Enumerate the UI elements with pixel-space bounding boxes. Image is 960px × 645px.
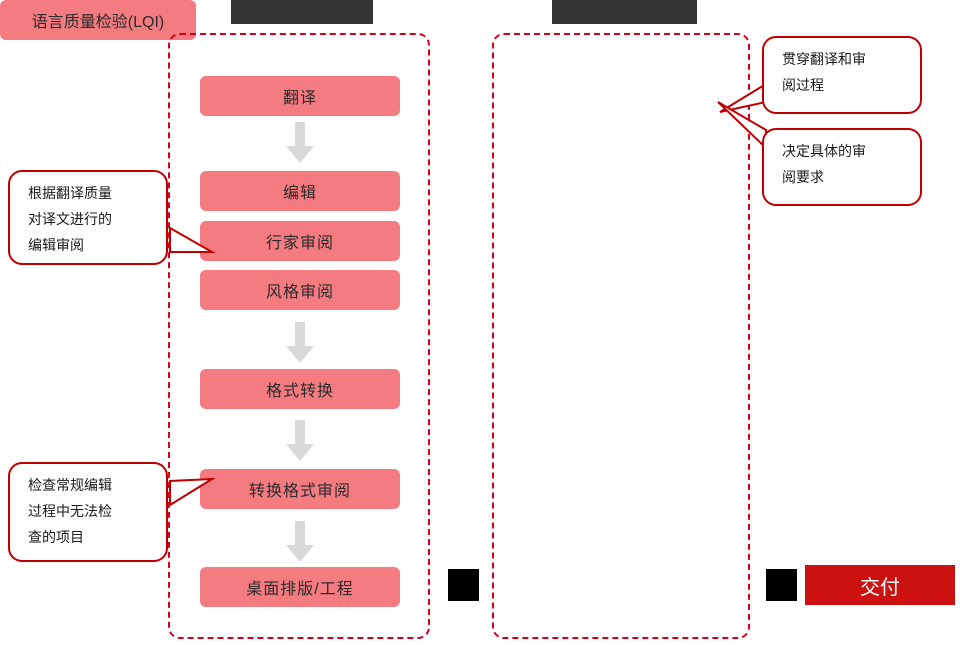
callout-edit-review-line-3: 编辑审阅 bbox=[28, 237, 84, 253]
step-converted-review-label: 转换格式审阅 bbox=[248, 483, 351, 500]
left-phase-container bbox=[168, 33, 430, 639]
delivery-box[interactable]: 交付 bbox=[805, 565, 955, 605]
callout-edit-review-line-2: 对译文进行的 bbox=[28, 211, 112, 227]
step-lqi[interactable]: 语言质量检验(LQI) bbox=[0, 0, 196, 40]
step-converted-review[interactable]: 转换格式审阅 bbox=[200, 469, 400, 509]
step-dtp[interactable]: 桌面排版/工程 bbox=[200, 567, 400, 607]
delivery-label: 交付 bbox=[860, 576, 900, 599]
step-expert-review[interactable]: 行家审阅 bbox=[200, 221, 400, 261]
arrow-down-icon bbox=[285, 122, 315, 164]
callout-check-items-line-3: 查的项目 bbox=[28, 529, 84, 545]
step-style-review-label: 风格审阅 bbox=[265, 284, 334, 301]
callout-check-items-line-1: 检查常规编辑 bbox=[28, 477, 112, 493]
step-style-review[interactable]: 风格审阅 bbox=[200, 270, 400, 310]
step-translate-label: 翻译 bbox=[282, 90, 317, 107]
right-phase-container bbox=[492, 33, 750, 639]
footer-redaction-right bbox=[766, 569, 797, 601]
arrow-down-icon bbox=[285, 420, 315, 462]
step-dtp-label: 桌面排版/工程 bbox=[246, 581, 354, 598]
step-translate[interactable]: 翻译 bbox=[200, 76, 400, 116]
callout-pointer-check-items bbox=[169, 477, 216, 507]
callout-edit-review: 根据翻译质量 对译文进行的 编辑审阅 bbox=[8, 170, 168, 265]
callout-decides-requirements-line-1: 决定具体的审 bbox=[782, 143, 866, 159]
callout-spans-process-line-2: 阅过程 bbox=[782, 77, 824, 93]
step-edit[interactable]: 编辑 bbox=[200, 171, 400, 211]
callout-check-items-line-2: 过程中无法检 bbox=[28, 503, 112, 519]
right-phase-title-redaction bbox=[552, 0, 697, 24]
step-format-convert-label: 格式转换 bbox=[265, 383, 334, 400]
callout-check-items: 检查常规编辑 过程中无法检 查的项目 bbox=[8, 462, 168, 562]
left-phase-title-redaction bbox=[231, 0, 373, 24]
footer-redaction-left bbox=[448, 569, 479, 601]
step-expert-review-label: 行家审阅 bbox=[265, 235, 334, 252]
step-edit-label: 编辑 bbox=[282, 185, 317, 202]
step-format-convert[interactable]: 格式转换 bbox=[200, 369, 400, 409]
callout-edit-review-line-1: 根据翻译质量 bbox=[28, 185, 112, 201]
callout-decides-requirements: 决定具体的审 阅要求 bbox=[762, 128, 922, 206]
arrow-down-icon bbox=[285, 322, 315, 364]
callout-decides-requirements-line-2: 阅要求 bbox=[782, 169, 824, 185]
step-lqi-label: 语言质量检验(LQI) bbox=[31, 14, 165, 31]
arrow-down-icon bbox=[285, 521, 315, 563]
callout-spans-process-line-1: 贯穿翻译和审 bbox=[782, 51, 866, 67]
callout-pointer-edit-review bbox=[169, 226, 216, 253]
callout-spans-process: 贯穿翻译和审 阅过程 bbox=[762, 36, 922, 114]
